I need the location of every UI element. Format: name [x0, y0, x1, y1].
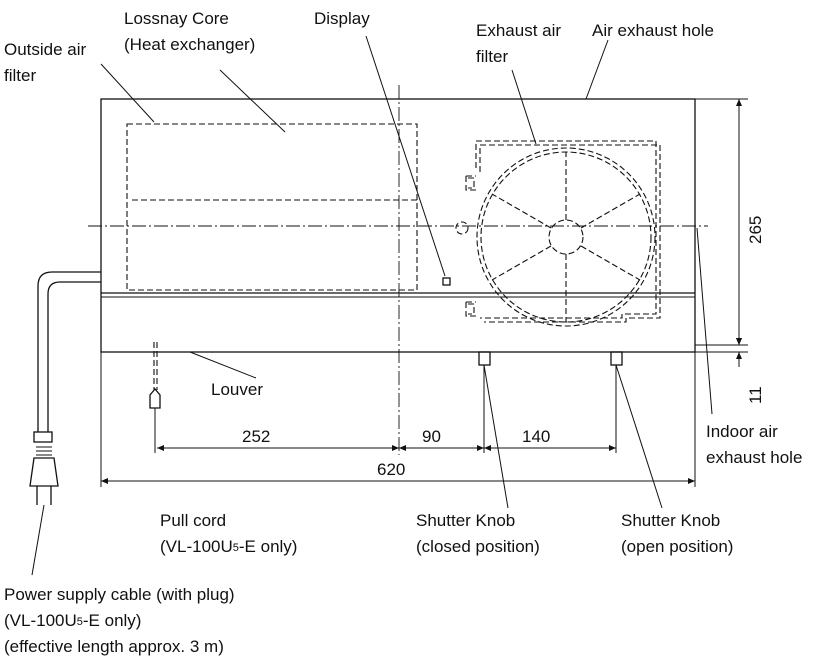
dim-11: 11	[746, 386, 765, 404]
dim-90: 90	[422, 427, 441, 446]
label-cable-length: (effective length approx. 3 m)	[4, 637, 224, 656]
exhaust-fan	[455, 140, 661, 327]
label-display: Display	[314, 9, 370, 28]
label-outside-air: Outside air	[4, 40, 87, 59]
label-louver: Louver	[211, 380, 263, 399]
label-shutter-knob-closed: Shutter Knob	[416, 511, 515, 530]
label-closed-position: (closed position)	[416, 537, 540, 556]
label-indoor-air: Indoor air	[706, 422, 778, 441]
display-indicator	[442, 277, 451, 286]
dim-252: 252	[242, 427, 270, 446]
label-power-supply-cable: Power supply cable (with plug)	[4, 585, 235, 604]
label-heat-exchanger: (Heat exchanger)	[124, 35, 255, 54]
label-exhaust-filter: filter	[476, 47, 508, 66]
dimension-lines	[100, 98, 748, 487]
label-shutter-knob-open: Shutter Knob	[621, 511, 720, 530]
label-pull-cord: Pull cord	[160, 511, 226, 530]
label-exhaust-air: Exhaust air	[476, 21, 561, 40]
dim-265: 265	[746, 216, 765, 244]
dim-140: 140	[522, 427, 550, 446]
lossnay-core	[126, 123, 418, 291]
leader-lines	[31, 35, 713, 576]
label-power-model: (VL-100U5-E only)	[4, 611, 141, 630]
label-open-position: (open position)	[621, 537, 733, 556]
pull-cord	[149, 342, 161, 453]
dim-620: 620	[377, 460, 405, 479]
label-outside-filter: filter	[4, 66, 36, 85]
label-pull-cord-model: (VL-100U5-E only)	[160, 537, 297, 556]
label-indoor-exhaust-hole: exhaust hole	[706, 448, 802, 467]
label-lossnay-core: Lossnay Core	[124, 9, 229, 28]
power-cord	[29, 271, 101, 505]
unit-body	[100, 98, 696, 353]
label-air-exhaust-hole: Air exhaust hole	[592, 21, 714, 40]
